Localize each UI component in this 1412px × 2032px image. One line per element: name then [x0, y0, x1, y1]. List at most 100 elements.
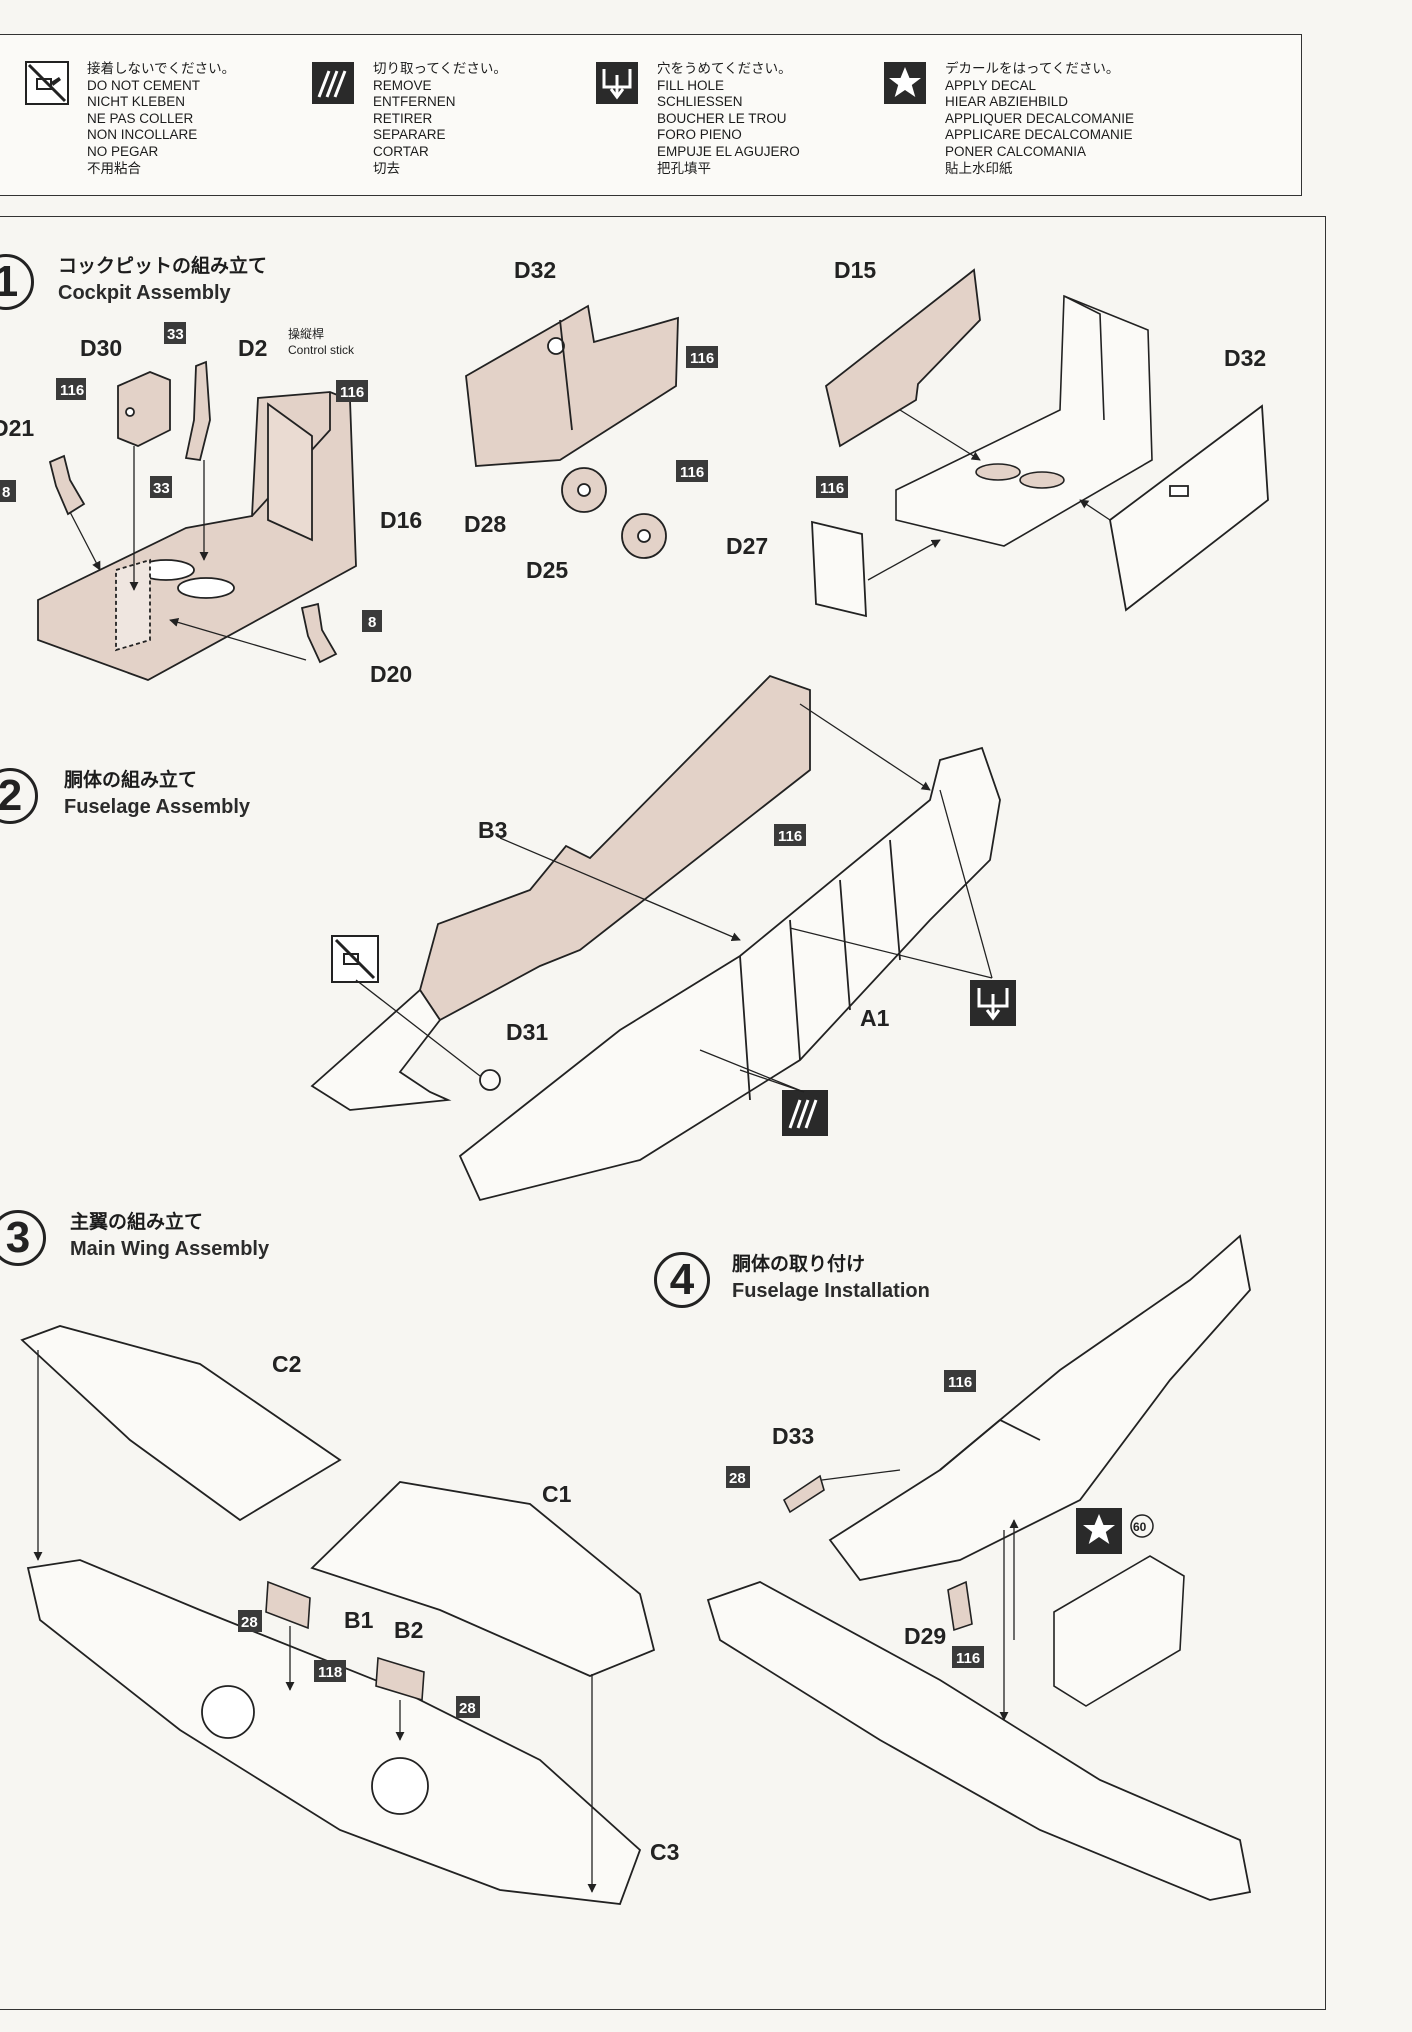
part-label: D15: [834, 257, 876, 283]
legend-line: APPLICARE DECALCOMANIE: [945, 127, 1133, 143]
paint-code: 28: [459, 1700, 476, 1717]
paint-code-badge: 33: [150, 476, 172, 498]
paint-code-badge: 28: [726, 1466, 750, 1488]
paint-code-badge: 116: [952, 1646, 984, 1668]
part-label: D32: [514, 257, 556, 283]
legend-line: 貼上水印紙: [945, 160, 1013, 176]
paint-code-badge: 116: [774, 824, 806, 846]
legend-line: FILL HOLE: [657, 77, 725, 93]
part-label: D30: [80, 335, 122, 361]
part-d2-control-stick-drawing: [184, 360, 211, 462]
cockpit-tub-drawing: [895, 294, 1153, 547]
part-d29-drawing: [947, 1580, 973, 1632]
part-label: A1: [860, 1005, 890, 1031]
paint-code: 116: [340, 384, 364, 401]
part-d32-side-panel-drawing: [465, 304, 679, 467]
step-3-leader-lines: [33, 1350, 597, 1893]
step-4-leader-lines: [821, 1469, 1019, 1721]
legend-line: NO PEGAR: [87, 143, 159, 159]
part-label: C2: [272, 1351, 301, 1377]
step-4-number: 4: [654, 1252, 710, 1308]
part-d15-side-panel-drawing: [824, 268, 981, 448]
step-1-title: コックピットの組み立て Cockpit Assembly: [58, 254, 267, 306]
step-2-title-en: Fuselage Assembly: [64, 796, 251, 818]
paint-code-badge: 116: [56, 378, 86, 400]
paint-code-badge: 33: [164, 322, 186, 344]
part-d28-wheel-drawing: [561, 467, 607, 513]
paint-code: 8: [368, 614, 376, 631]
paint-code-badge: 116: [816, 476, 848, 498]
paint-code: 28: [729, 1470, 746, 1487]
legend-line: NON INCOLLARE: [87, 127, 198, 143]
paint-code-badge: 8: [0, 480, 16, 502]
part-label: D21: [0, 415, 34, 441]
paint-code: 116: [956, 1650, 980, 1667]
legend-line: NICHT KLEBEN: [87, 94, 186, 110]
part-label: D25: [526, 557, 568, 583]
part-d20-drawing: [300, 602, 338, 664]
legend-line: REMOVE: [373, 77, 432, 93]
cockpit-floor-drawing: [37, 391, 357, 681]
paint-code: 28: [241, 1614, 258, 1631]
paint-code-badge: 28: [238, 1610, 262, 1632]
legend-line: 接着しないでください。: [87, 61, 236, 76]
legend-line: 不用粘合: [87, 160, 141, 176]
paint-code: 116: [60, 382, 84, 399]
fuselage-half-b3-drawing: [310, 674, 811, 1111]
part-label: D33: [772, 1423, 814, 1449]
part-label: C3: [650, 1839, 679, 1865]
part-label: D2: [238, 335, 267, 361]
legend-line: HIEAR ABZIEHBILD: [945, 94, 1069, 110]
paint-code: 116: [820, 480, 844, 497]
paint-codes: 116 33 116 33 8 8 116 116 116 116 28 118…: [0, 322, 1154, 1718]
legend-line: DO NOT CEMENT: [87, 77, 201, 93]
cockpit-insert-drawing: [1053, 1555, 1185, 1707]
paint-code: 116: [948, 1374, 972, 1391]
step-4-title: 胴体の取り付け Fuselage Installation: [732, 1252, 930, 1304]
legend-line: ENTFERNEN: [373, 94, 456, 110]
paint-code: 33: [153, 480, 170, 497]
legend-line: 切去: [373, 160, 400, 176]
step-3-title-jp: 主翼の組み立て: [70, 1212, 204, 1233]
step-4-title-en: Fuselage Installation: [732, 1280, 930, 1302]
wing-top-c2-drawing: [20, 1325, 342, 1522]
legend-line: BOUCHER LE TROU: [657, 110, 787, 126]
part-d21-drawing: [48, 454, 86, 516]
part-label: D31: [506, 1019, 548, 1045]
paint-code: 116: [778, 828, 802, 845]
part-label: C1: [542, 1481, 572, 1507]
legend-line: 把孔填平: [657, 160, 711, 176]
step-2-title: 胴体の組み立て Fuselage Assembly: [64, 768, 250, 820]
decal-number: 60: [1133, 1520, 1147, 1534]
assembled-fuselage-drawing: [828, 1234, 1251, 1581]
legend-line: デカールをはってください。: [945, 61, 1120, 76]
legend-line: APPLY DECAL: [945, 77, 1037, 93]
legend-line: EMPUJE EL AGUJERO: [657, 143, 800, 159]
wing-top-c1-drawing: [310, 1481, 656, 1677]
legend-line: RETIRER: [373, 110, 433, 126]
paint-code-badge: 8: [362, 610, 382, 632]
no-glue-callout-icon: [331, 935, 379, 983]
legend-line: APPLIQUER DECALCOMANIE: [945, 110, 1135, 126]
paint-code: 118: [318, 1664, 342, 1681]
part-b2-radiator-drawing: [375, 1656, 425, 1702]
step-3-title-en: Main Wing Assembly: [70, 1238, 270, 1260]
paint-code-badge: 118: [314, 1660, 346, 1682]
cut-icon: [312, 62, 354, 104]
legend-line: 切り取ってください。: [373, 61, 507, 76]
step-3-number: 3: [0, 1210, 46, 1266]
paint-code: 116: [690, 350, 714, 367]
decal-star-icon: [884, 62, 926, 104]
step-1-right-leader-lines: [867, 409, 1111, 581]
part-label: B1: [344, 1607, 374, 1633]
decal-callout-icon: [1076, 1508, 1122, 1554]
step-2-leader-lines: [355, 703, 993, 1093]
step-1-title-en: Cockpit Assembly: [58, 282, 231, 304]
legend-line: 穴をうめてください。: [657, 61, 792, 76]
fill-hole-callout-icon: [970, 980, 1016, 1026]
part-note: Control stick: [288, 343, 355, 357]
step-2-title-jp: 胴体の組み立て: [64, 770, 198, 791]
step-3-title: 主翼の組み立て Main Wing Assembly: [70, 1210, 269, 1262]
step-2-number: 2: [0, 768, 38, 824]
